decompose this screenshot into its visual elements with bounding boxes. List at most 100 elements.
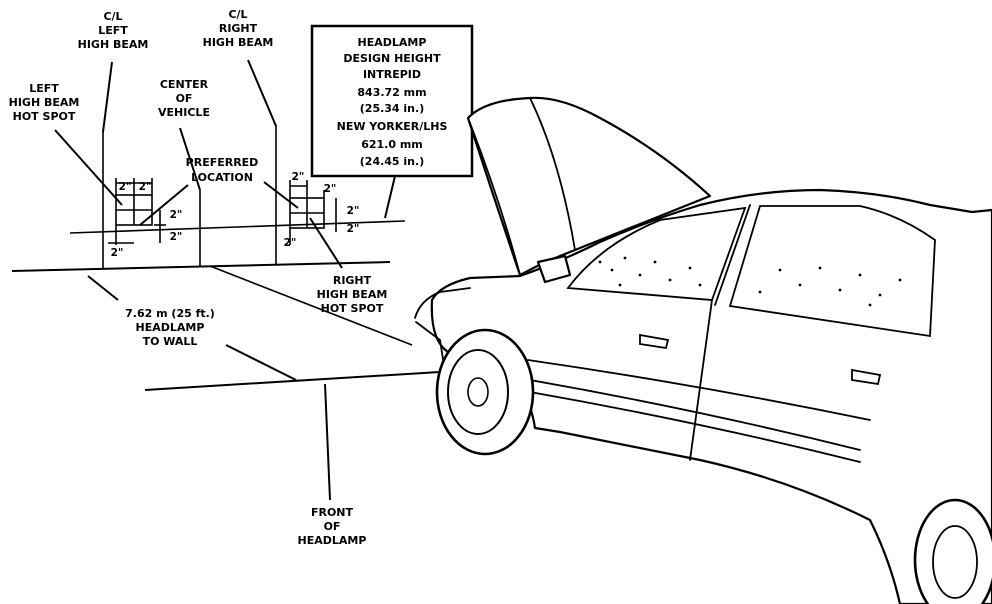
horizontal-reference-line: [69, 220, 406, 234]
label-line: CENTER: [160, 78, 209, 91]
distance-leader-up: [87, 275, 119, 301]
stipple: [618, 283, 622, 287]
stipple: [668, 278, 672, 282]
label-line: LOCATION: [191, 171, 253, 184]
label-line: PREFERRED: [186, 156, 259, 169]
label-line: LEFT: [29, 82, 59, 95]
right-hotspot-label: RIGHT HIGH BEAM HOT SPOT: [317, 274, 388, 315]
stipple: [898, 278, 902, 282]
right-dim-label: 2": [292, 171, 305, 183]
right-hotspot-leader: [309, 217, 343, 269]
spec-box-leader: [384, 175, 396, 219]
label-line: HEADLAMP: [136, 321, 205, 334]
front-headlamp-leader: [324, 383, 331, 501]
stipple: [688, 266, 692, 270]
right-dim-label: 2": [324, 183, 337, 195]
leader-lines: [54, 59, 396, 501]
cl-right-leader: [247, 59, 277, 127]
right-dim-label: 2": [284, 237, 297, 249]
label-line: OF: [324, 520, 341, 533]
spec-line: (25.34 in.): [360, 102, 424, 115]
perspective-line: [209, 265, 413, 346]
stipple: [758, 290, 762, 294]
cl-left-leader: [102, 61, 113, 133]
front-window: [566, 206, 747, 301]
label-line: HEADLAMP: [298, 534, 367, 547]
cl-left-label: C/L LEFT HIGH BEAM: [78, 10, 149, 51]
label-line: C/L: [103, 10, 122, 23]
hood-crease: [529, 97, 576, 251]
spec-line: (24.45 in.): [360, 155, 424, 168]
window-shading: [598, 256, 902, 307]
label-line: RIGHT: [219, 22, 258, 35]
label-line: OF: [176, 92, 193, 105]
label-line: C/L: [228, 8, 247, 21]
car-illustration: [414, 96, 992, 604]
rear-door-handle: [851, 368, 882, 386]
label-line: HOT SPOT: [13, 110, 76, 123]
spec-line: 621.0 mm: [361, 138, 423, 151]
rear-hubcap: [932, 525, 978, 599]
left-dim-label: 2": [111, 247, 124, 259]
left-dim-label: 2": [170, 209, 183, 221]
label-line: HOT SPOT: [321, 302, 384, 315]
spec-line: HEADLAMP: [358, 36, 427, 49]
spec-line: DESIGN HEIGHT: [343, 52, 441, 65]
left-hotspot-label: LEFT HIGH BEAM HOT SPOT: [9, 82, 80, 123]
label-line: LEFT: [98, 24, 128, 37]
right-beam-grid: 2" 2" 2" 2" 2": [275, 125, 360, 265]
side-mirror: [536, 254, 572, 284]
stipple: [778, 268, 782, 272]
preferred-leader-right: [263, 181, 299, 209]
spec-line: 843.72 mm: [357, 86, 426, 99]
left-dim-label: 2": [170, 231, 183, 243]
stipple: [638, 273, 642, 277]
label-line: HIGH BEAM: [203, 36, 274, 49]
center-vehicle-label: CENTER OF VEHICLE: [158, 78, 210, 119]
label-line: FRONT: [311, 506, 354, 519]
front-hub-center: [467, 377, 489, 407]
left-dim-label: 2": [139, 181, 152, 193]
side-molding-top: [529, 379, 861, 451]
headlamp-spec-box: HEADLAMP DESIGN HEIGHT INTREPID 843.72 m…: [310, 24, 474, 178]
wall-floor-lines: [11, 220, 441, 391]
front-fascia: [414, 287, 471, 319]
front-headlamp-label: FRONT OF HEADLAMP: [298, 506, 367, 547]
right-dim-label: 2": [347, 205, 360, 217]
label-line: VEHICLE: [158, 106, 210, 119]
door-seam: [689, 299, 713, 461]
stipple: [838, 288, 842, 292]
stipple: [878, 293, 882, 297]
label-line: HIGH BEAM: [317, 288, 388, 301]
preferred-location-label: PREFERRED LOCATION: [186, 156, 259, 184]
stipple: [653, 260, 657, 264]
right-dim-label: 2": [347, 223, 360, 235]
wall-base-line: [11, 261, 391, 272]
distance-label: 7.62 m (25 ft.) HEADLAMP TO WALL: [125, 307, 215, 348]
floor-line: [144, 371, 441, 391]
stipple: [698, 283, 702, 287]
stipple: [858, 273, 862, 277]
stipple: [598, 260, 602, 264]
spec-line: INTREPID: [363, 68, 421, 81]
front-door-handle: [639, 333, 670, 350]
stipple: [818, 266, 822, 270]
left-beam-grid: 2" 2" 2" 2" 2": [102, 130, 183, 268]
stipple: [868, 303, 872, 307]
cl-right-label: C/L RIGHT HIGH BEAM: [203, 8, 274, 49]
stipple: [798, 283, 802, 287]
preferred-leader-left: [139, 184, 189, 226]
label-line: HIGH BEAM: [78, 38, 149, 51]
stipple: [623, 256, 627, 260]
stipple: [610, 268, 614, 272]
center-vehicle-leader: [179, 127, 201, 191]
spec-box-frame: [310, 24, 474, 178]
label-line: HIGH BEAM: [9, 96, 80, 109]
spec-line: NEW YORKER/LHS: [337, 120, 448, 133]
raised-hood: [466, 96, 712, 277]
hood-prop-line: [467, 117, 521, 276]
left-hotspot-leader: [54, 129, 123, 206]
left-dim-label: 2": [119, 181, 132, 193]
